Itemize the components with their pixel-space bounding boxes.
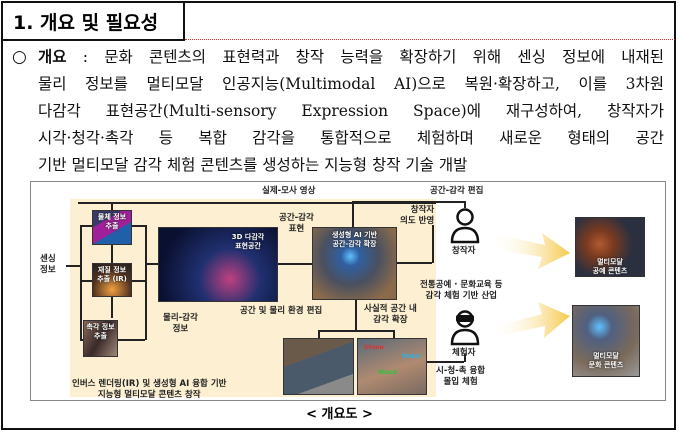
industry-label: 전통공예 · 문화교육 등 감각 체험 기반 산업: [420, 280, 503, 301]
experiencer-label: 체험자: [452, 348, 476, 358]
sensing-info-label: 센싱 정보: [40, 254, 56, 275]
space-physical-edit-label: 공간 및 물리 환경 편집: [240, 306, 323, 316]
immersive-label: 시-청-촉 융합 몰입 체험: [436, 366, 486, 387]
overview-line-1: 개요 : 문화 콘텐츠의 표현력과 창작 능력을 확장하기 위해 센싱 정보에 …: [38, 48, 664, 66]
realistic-expansion-label: 사실적 공간 내 감각 확장: [364, 304, 417, 325]
diagram-caption: < 개요도 >: [306, 407, 373, 422]
arrow-to-craft-icon: [490, 233, 570, 269]
craft-content-image: 멀티모달 공예 콘텐츠: [575, 217, 645, 277]
divider: [185, 39, 675, 40]
physical-sense-info-label: 물리-감각 정보: [163, 313, 198, 334]
real-sim-video-label: 실제-모사 영상: [262, 186, 316, 196]
overview-label: 개요: [38, 48, 67, 66]
object-info-image: 물체 정보 추출: [92, 210, 132, 245]
section-title: 1. 개요 및 필요성: [1, 1, 185, 41]
genai-expansion-image: 생성형 AI 기반 공간-감각 확장: [312, 227, 397, 300]
3d-space-image: 3D 다감각 표현공간: [158, 227, 278, 302]
footer-label: 인버스 렌더링(IR) 및 생성형 AI 융합 기반 지능형 멀티모달 콘텐츠 …: [72, 379, 227, 400]
overview-line-5: 기반 멀티모달 감각 체험 콘텐츠를 생성하는 지능형 창작 기술 개발: [38, 156, 468, 174]
room-carpet-image: [283, 338, 354, 395]
overview-line-2: 물리 정보를 멀티모달 인공지능(Multimodal AI)으로 복원·확장하…: [38, 75, 664, 93]
space-sense-edit-label: 공간-감각 편집: [430, 186, 484, 196]
arrow-to-culture-icon: [490, 302, 570, 338]
overview-line-4: 시각·청각·촉각 등 복합 감각을 통합적으로 체험하며 새로운 형태의 공간: [38, 129, 664, 147]
creator-person-icon: [450, 208, 480, 244]
space-sense-expression-label: 공간-감각 표현: [279, 213, 314, 234]
experiencer-vr-icon: [450, 310, 480, 346]
creator-label: 창작자: [452, 246, 476, 256]
material-info-image: 재질 정보 추출 (IR): [92, 263, 132, 297]
hand-material-image: Stone Metal Wood: [357, 338, 427, 395]
overview-line-3: 다감각 표현공간(Multi-sensory Expression Space)…: [38, 102, 664, 120]
bullet-circle: ○: [12, 47, 27, 67]
creator-intent-label: 창작자 의도 반영: [400, 205, 435, 226]
tactile-info-image: 촉각 정보 추출: [83, 320, 118, 357]
culture-content-image: 멀티모달 문화 콘텐츠: [572, 305, 640, 377]
